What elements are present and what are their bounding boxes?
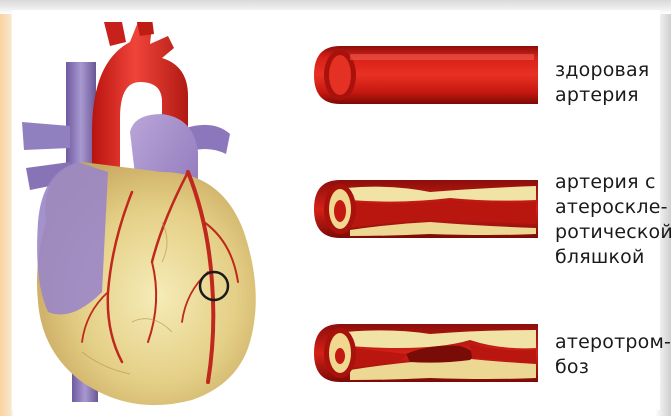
pulmonary-vein-left [22, 122, 70, 150]
caption-line: ротической [555, 220, 671, 245]
caption-line: атероскле- [555, 195, 671, 220]
plaque-artery [310, 174, 538, 244]
caption-plaque-artery: артерия с атероскле- ротической бляшкой [555, 170, 671, 270]
caption-line: артерия с [555, 170, 671, 195]
heart-illustration [12, 22, 292, 416]
caption-line: боз [555, 355, 671, 380]
aortic-branch-1 [104, 22, 126, 46]
caption-line: здоровая [555, 58, 649, 83]
caption-line: артерия [555, 83, 649, 108]
caption-thrombosis: атеротром- боз [555, 330, 671, 380]
caption-line: атеротром- [555, 330, 671, 355]
thrombosis-artery [310, 318, 538, 388]
caption-line: бляшкой [555, 245, 671, 270]
caption-healthy-artery: здоровая артерия [555, 58, 649, 108]
healthy-artery [310, 40, 538, 110]
